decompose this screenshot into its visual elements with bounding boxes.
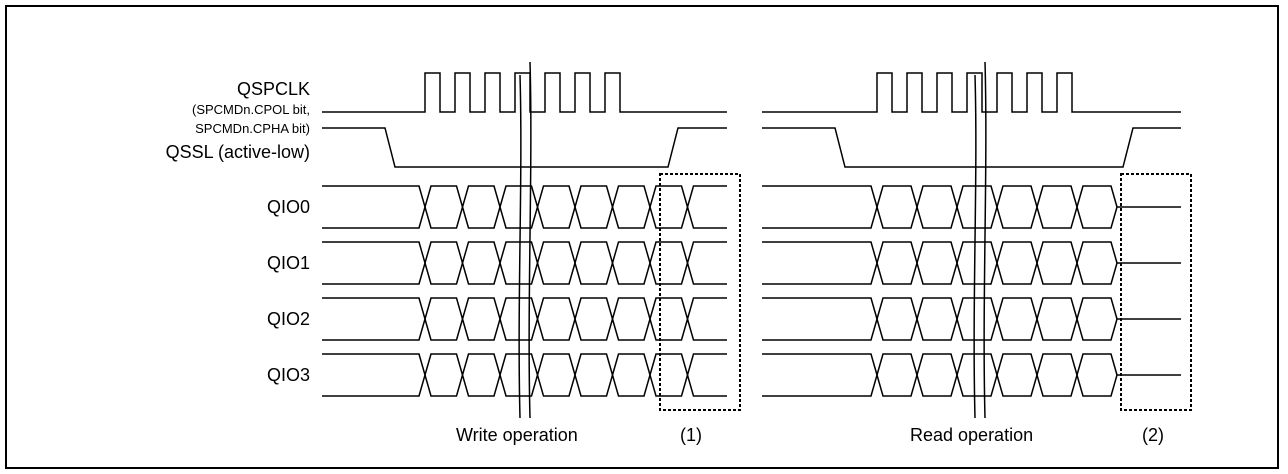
- read-qio1-bus-bottom: [762, 260, 1118, 285]
- qio2-label: QIO2: [267, 309, 310, 329]
- read-qio3-bus-top: [762, 353, 1118, 378]
- qssl-label: QSSL (active-low): [166, 142, 310, 162]
- read-dotted-box: [1120, 173, 1192, 411]
- qspclk-sub2-label: SPCMDn.CPHA bit): [195, 121, 310, 136]
- write-qio2-bus-bottom: [322, 316, 727, 341]
- write-ssl-waveform: [322, 127, 727, 168]
- write-marker-label: (1): [680, 425, 702, 445]
- read-time-break-line-1: [973, 74, 977, 419]
- write-qio1-bus-top: [322, 241, 727, 266]
- write-qio1-bus-bottom: [322, 260, 727, 285]
- read-qio2-bus-bottom: [762, 316, 1118, 341]
- read-time-break-line-2: [983, 61, 987, 419]
- read-ssl-waveform: [762, 127, 1181, 168]
- write-qio0-bus-bottom: [322, 204, 727, 229]
- read-qio0-bus-bottom: [762, 204, 1118, 229]
- write-time-break-line-2: [528, 61, 532, 419]
- write-qio0-bus-top: [322, 185, 727, 210]
- qio1-label: QIO1: [267, 253, 310, 273]
- qio0-label: QIO0: [267, 197, 310, 217]
- figure-frame: [5, 5, 1279, 469]
- read-clock-waveform: [762, 72, 1181, 113]
- qspclk-label: QSPCLK: [237, 79, 310, 99]
- read-operation-label: Read operation: [910, 425, 1033, 445]
- read-qio3-bus-bottom: [762, 372, 1118, 397]
- qspclk-sub1-label: (SPCMDn.CPOL bit,: [192, 102, 310, 117]
- write-qio2-bus-top: [322, 297, 727, 322]
- waveforms: [322, 61, 1192, 419]
- qio3-label: QIO3: [267, 365, 310, 385]
- write-operation-label: Write operation: [456, 425, 578, 445]
- write-dotted-box: [659, 173, 741, 411]
- write-time-break-line-1: [518, 74, 522, 419]
- read-marker-label: (2): [1142, 425, 1164, 445]
- read-qio0-bus-top: [762, 185, 1118, 210]
- write-qio3-bus-bottom: [322, 372, 727, 397]
- read-qio1-bus-top: [762, 241, 1118, 266]
- write-qio3-bus-top: [322, 353, 727, 378]
- write-clock-waveform: [322, 72, 727, 113]
- read-qio2-bus-top: [762, 297, 1118, 322]
